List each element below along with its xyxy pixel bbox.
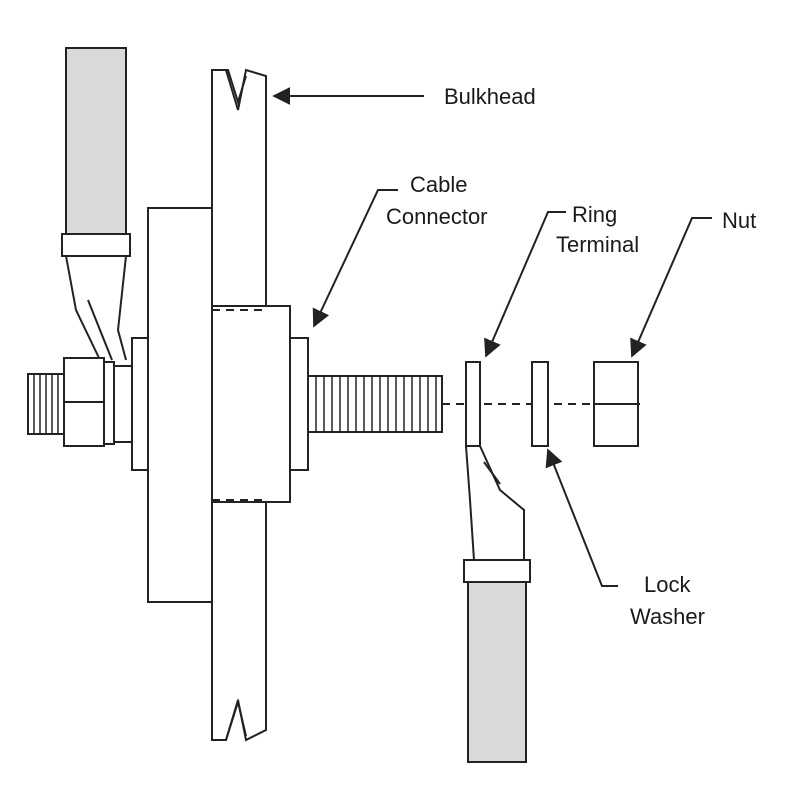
- bulkhead-bottom-break: [212, 698, 247, 741]
- ring-terminal-crimp: [463, 559, 531, 583]
- bulkhead-top-break: [212, 69, 247, 106]
- cable-connector-arrow: [312, 189, 398, 328]
- label-nut: Nut: [722, 208, 756, 233]
- label-lock: Lock: [644, 572, 691, 597]
- left-lug-ring: [113, 365, 133, 443]
- connector-flange: [147, 207, 213, 603]
- label-terminal: Terminal: [556, 232, 639, 257]
- ring-terminal-wire: [467, 581, 527, 763]
- ring-terminal-eye: [465, 361, 481, 447]
- connector-shoulder: [289, 337, 309, 471]
- label-bulkhead: Bulkhead: [444, 84, 536, 109]
- nut: [593, 361, 639, 447]
- label-cable: Cable: [410, 172, 467, 197]
- ring-terminal-arrow: [484, 211, 566, 358]
- label-ring: Ring: [572, 202, 617, 227]
- left-wire: [61, 47, 131, 361]
- left-wire-insulation: [65, 47, 127, 235]
- left-wire-crimp: [61, 233, 131, 257]
- stud-body: [307, 375, 443, 433]
- connector-flange-ring: [131, 337, 149, 471]
- threaded-stud: [307, 375, 443, 433]
- connector-body: [211, 305, 291, 503]
- left-nut-assembly: [27, 357, 133, 447]
- nut-arrow: [630, 217, 712, 358]
- lock-washer-arrow: [545, 448, 618, 587]
- ring-terminal: [463, 361, 531, 763]
- left-wire-lug: [65, 255, 127, 361]
- lock-washer: [531, 361, 549, 447]
- left-washer: [103, 361, 115, 445]
- label-washer: Washer: [630, 604, 705, 629]
- label-connector: Connector: [386, 204, 488, 229]
